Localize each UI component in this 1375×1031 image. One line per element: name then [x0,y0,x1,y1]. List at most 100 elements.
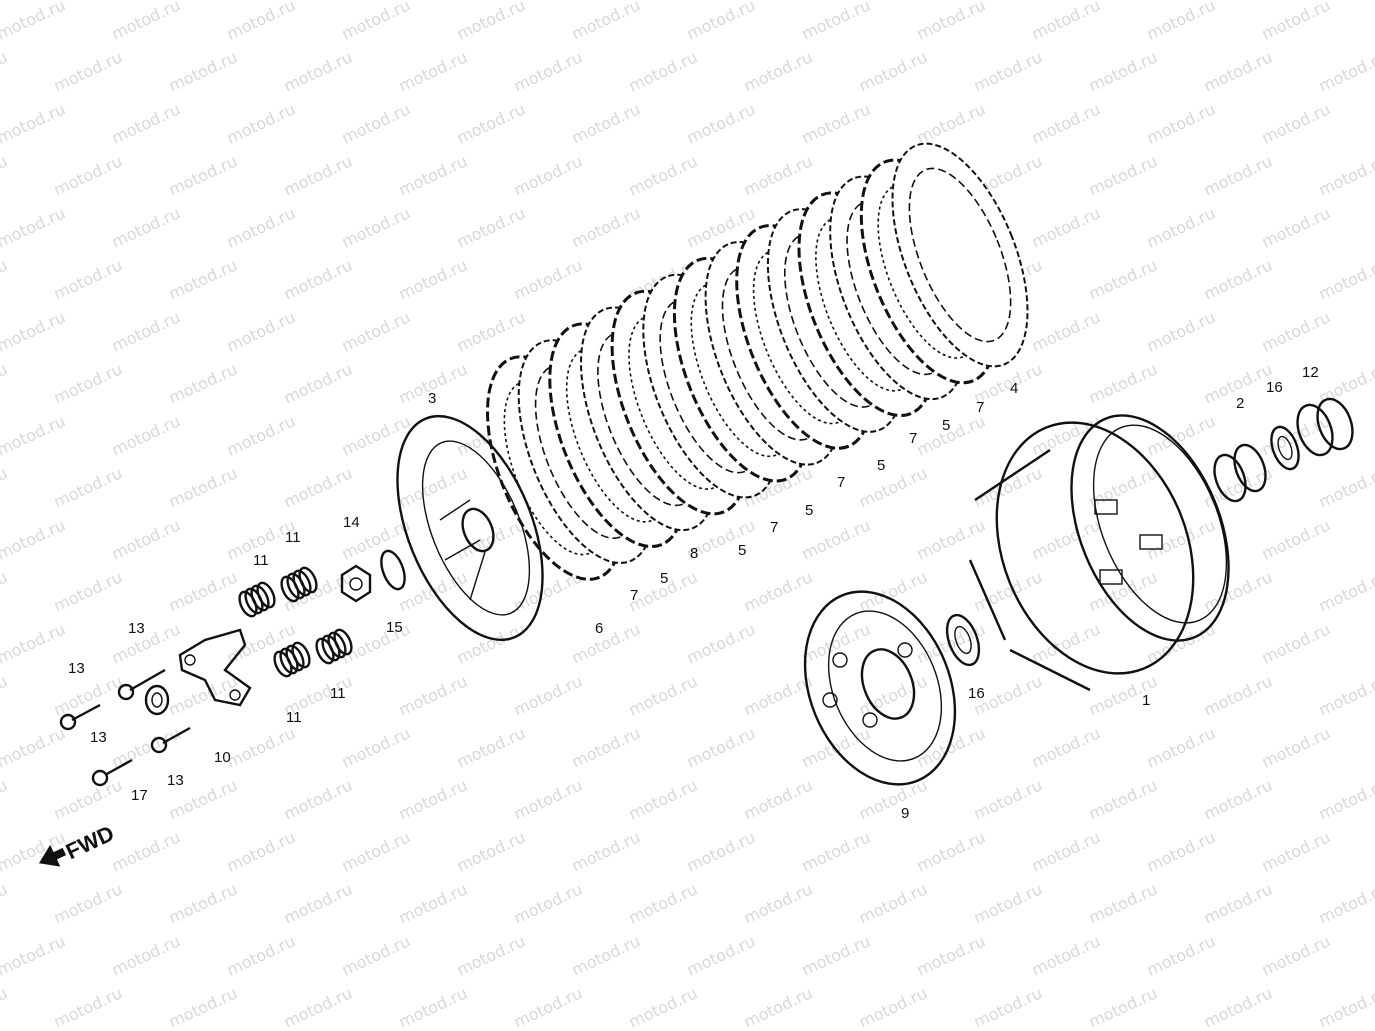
watermark-text: motod.ru [741,151,816,199]
watermark-text: motod.ru [1201,671,1276,719]
bushing-2 [1213,443,1267,503]
watermark-text: motod.ru [166,255,241,303]
watermark-text: motod.ru [914,931,989,979]
watermark-text: motod.ru [1144,203,1219,251]
watermark-text: motod.ru [1201,47,1276,95]
watermark-text: motod.ru [396,879,471,927]
watermark-text: motod.ru [569,931,644,979]
callout-7: 7 [909,430,917,447]
callout-17: 17 [131,787,148,804]
watermark-text: motod.ru [1316,567,1375,615]
watermark-text: motod.ru [1029,99,1104,147]
watermark-text: motod.ru [511,47,586,95]
watermark-text: motod.ru [109,307,184,355]
lock-nut-14 [340,564,372,603]
watermark-text: motod.ru [339,99,414,147]
watermark-text: motod.ru [1144,723,1219,771]
callout-5: 5 [805,502,813,519]
watermark-text: motod.ru [396,255,471,303]
watermark-text: motod.ru [109,619,184,667]
watermark-text: motod.ru [626,671,701,719]
watermark-text: motod.ru [224,723,299,771]
watermark-text: motod.ru [741,775,816,823]
watermark-text: motod.ru [1029,515,1104,563]
bolt-17 [91,758,133,787]
watermark-text: motod.ru [569,99,644,147]
watermark-text: motod.ru [741,879,816,927]
watermark-text: motod.ru [511,775,586,823]
watermark-text: motod.ru [971,463,1046,511]
watermark-text: motod.ru [914,827,989,875]
watermark-text: motod.ru [511,983,586,1031]
watermark-text: motod.ru [0,307,68,355]
watermark-text: motod.ru [1316,775,1375,823]
watermark-text: motod.ru [511,879,586,927]
watermark-text: motod.ru [1029,931,1104,979]
watermark-text: motod.ru [281,359,356,407]
watermark-text: motod.ru [1086,47,1161,95]
callout-8: 8 [690,545,698,562]
watermark-text: motod.ru [166,359,241,407]
watermark-text: motod.ru [51,47,126,95]
watermark-text: motod.ru [109,827,184,875]
watermark-text: motod.ru [684,931,759,979]
watermark-text: motod.ru [684,723,759,771]
watermark-text: motod.ru [109,0,184,44]
watermark-text: motod.ru [971,47,1046,95]
clutch-spring [273,641,311,678]
thrust-washer-16-upper [1270,425,1300,471]
watermark-text: motod.ru [1144,827,1219,875]
watermark-text: motod.ru [856,47,931,95]
spring-coil [285,644,305,672]
watermark-text: motod.ru [856,775,931,823]
watermark-text: motod.ru [281,151,356,199]
watermark-text: motod.ru [1086,567,1161,615]
watermark-text: motod.ru [1201,255,1276,303]
watermark-text: motod.ru [0,775,10,823]
clutch-center-hub [803,590,957,786]
watermark-text: motod.ru [0,47,10,95]
watermark-text: motod.ru [799,931,874,979]
spring-coil [292,569,312,597]
callout-7: 7 [770,519,778,536]
watermark-text: motod.ru [339,411,414,459]
watermark-text: motod.ru [166,47,241,95]
clutch-outer-housing [968,414,1230,692]
watermark-text: motod.ru [281,463,356,511]
watermark-text: motod.ru [166,983,241,1031]
watermark-text: motod.ru [971,775,1046,823]
watermark-text: motod.ru [569,619,644,667]
watermark-text: motod.ru [109,411,184,459]
watermark-text: motod.ru [51,879,126,927]
watermark-text: motod.ru [1316,463,1375,511]
callout-7: 7 [837,474,845,491]
watermark-text: motod.ru [1259,827,1334,875]
callout-11: 11 [285,529,301,546]
watermark-text: motod.ru [454,203,529,251]
watermark-text: motod.ru [626,879,701,927]
callout-7: 7 [630,587,638,604]
watermark-text: motod.ru [1029,307,1104,355]
watermark-text: motod.ru [339,723,414,771]
watermark-text: motod.ru [799,99,874,147]
watermark-text: motod.ru [51,359,126,407]
watermark-text: motod.ru [914,723,989,771]
watermark-text: motod.ru [1201,567,1276,615]
watermark-text: motod.ru [454,99,529,147]
watermark-text: motod.ru [1086,879,1161,927]
watermark-text: motod.ru [1086,463,1161,511]
watermark-text: motod.ru [569,723,644,771]
thrust-washer-16-lower [945,613,981,667]
callout-2: 2 [1236,395,1244,412]
callout-5: 5 [660,570,668,587]
lifter-plate-10 [178,628,252,707]
watermark-text: motod.ru [0,463,10,511]
watermark-text: motod.ru [0,671,10,719]
watermark-text: motod.ru [396,463,471,511]
watermark-text: motod.ru [51,567,126,615]
watermark-text: motod.ru [799,515,874,563]
watermark-text: motod.ru [1029,827,1104,875]
clutch-spring [315,628,353,665]
watermark-text: motod.ru [109,203,184,251]
watermark-text: motod.ru [1029,723,1104,771]
